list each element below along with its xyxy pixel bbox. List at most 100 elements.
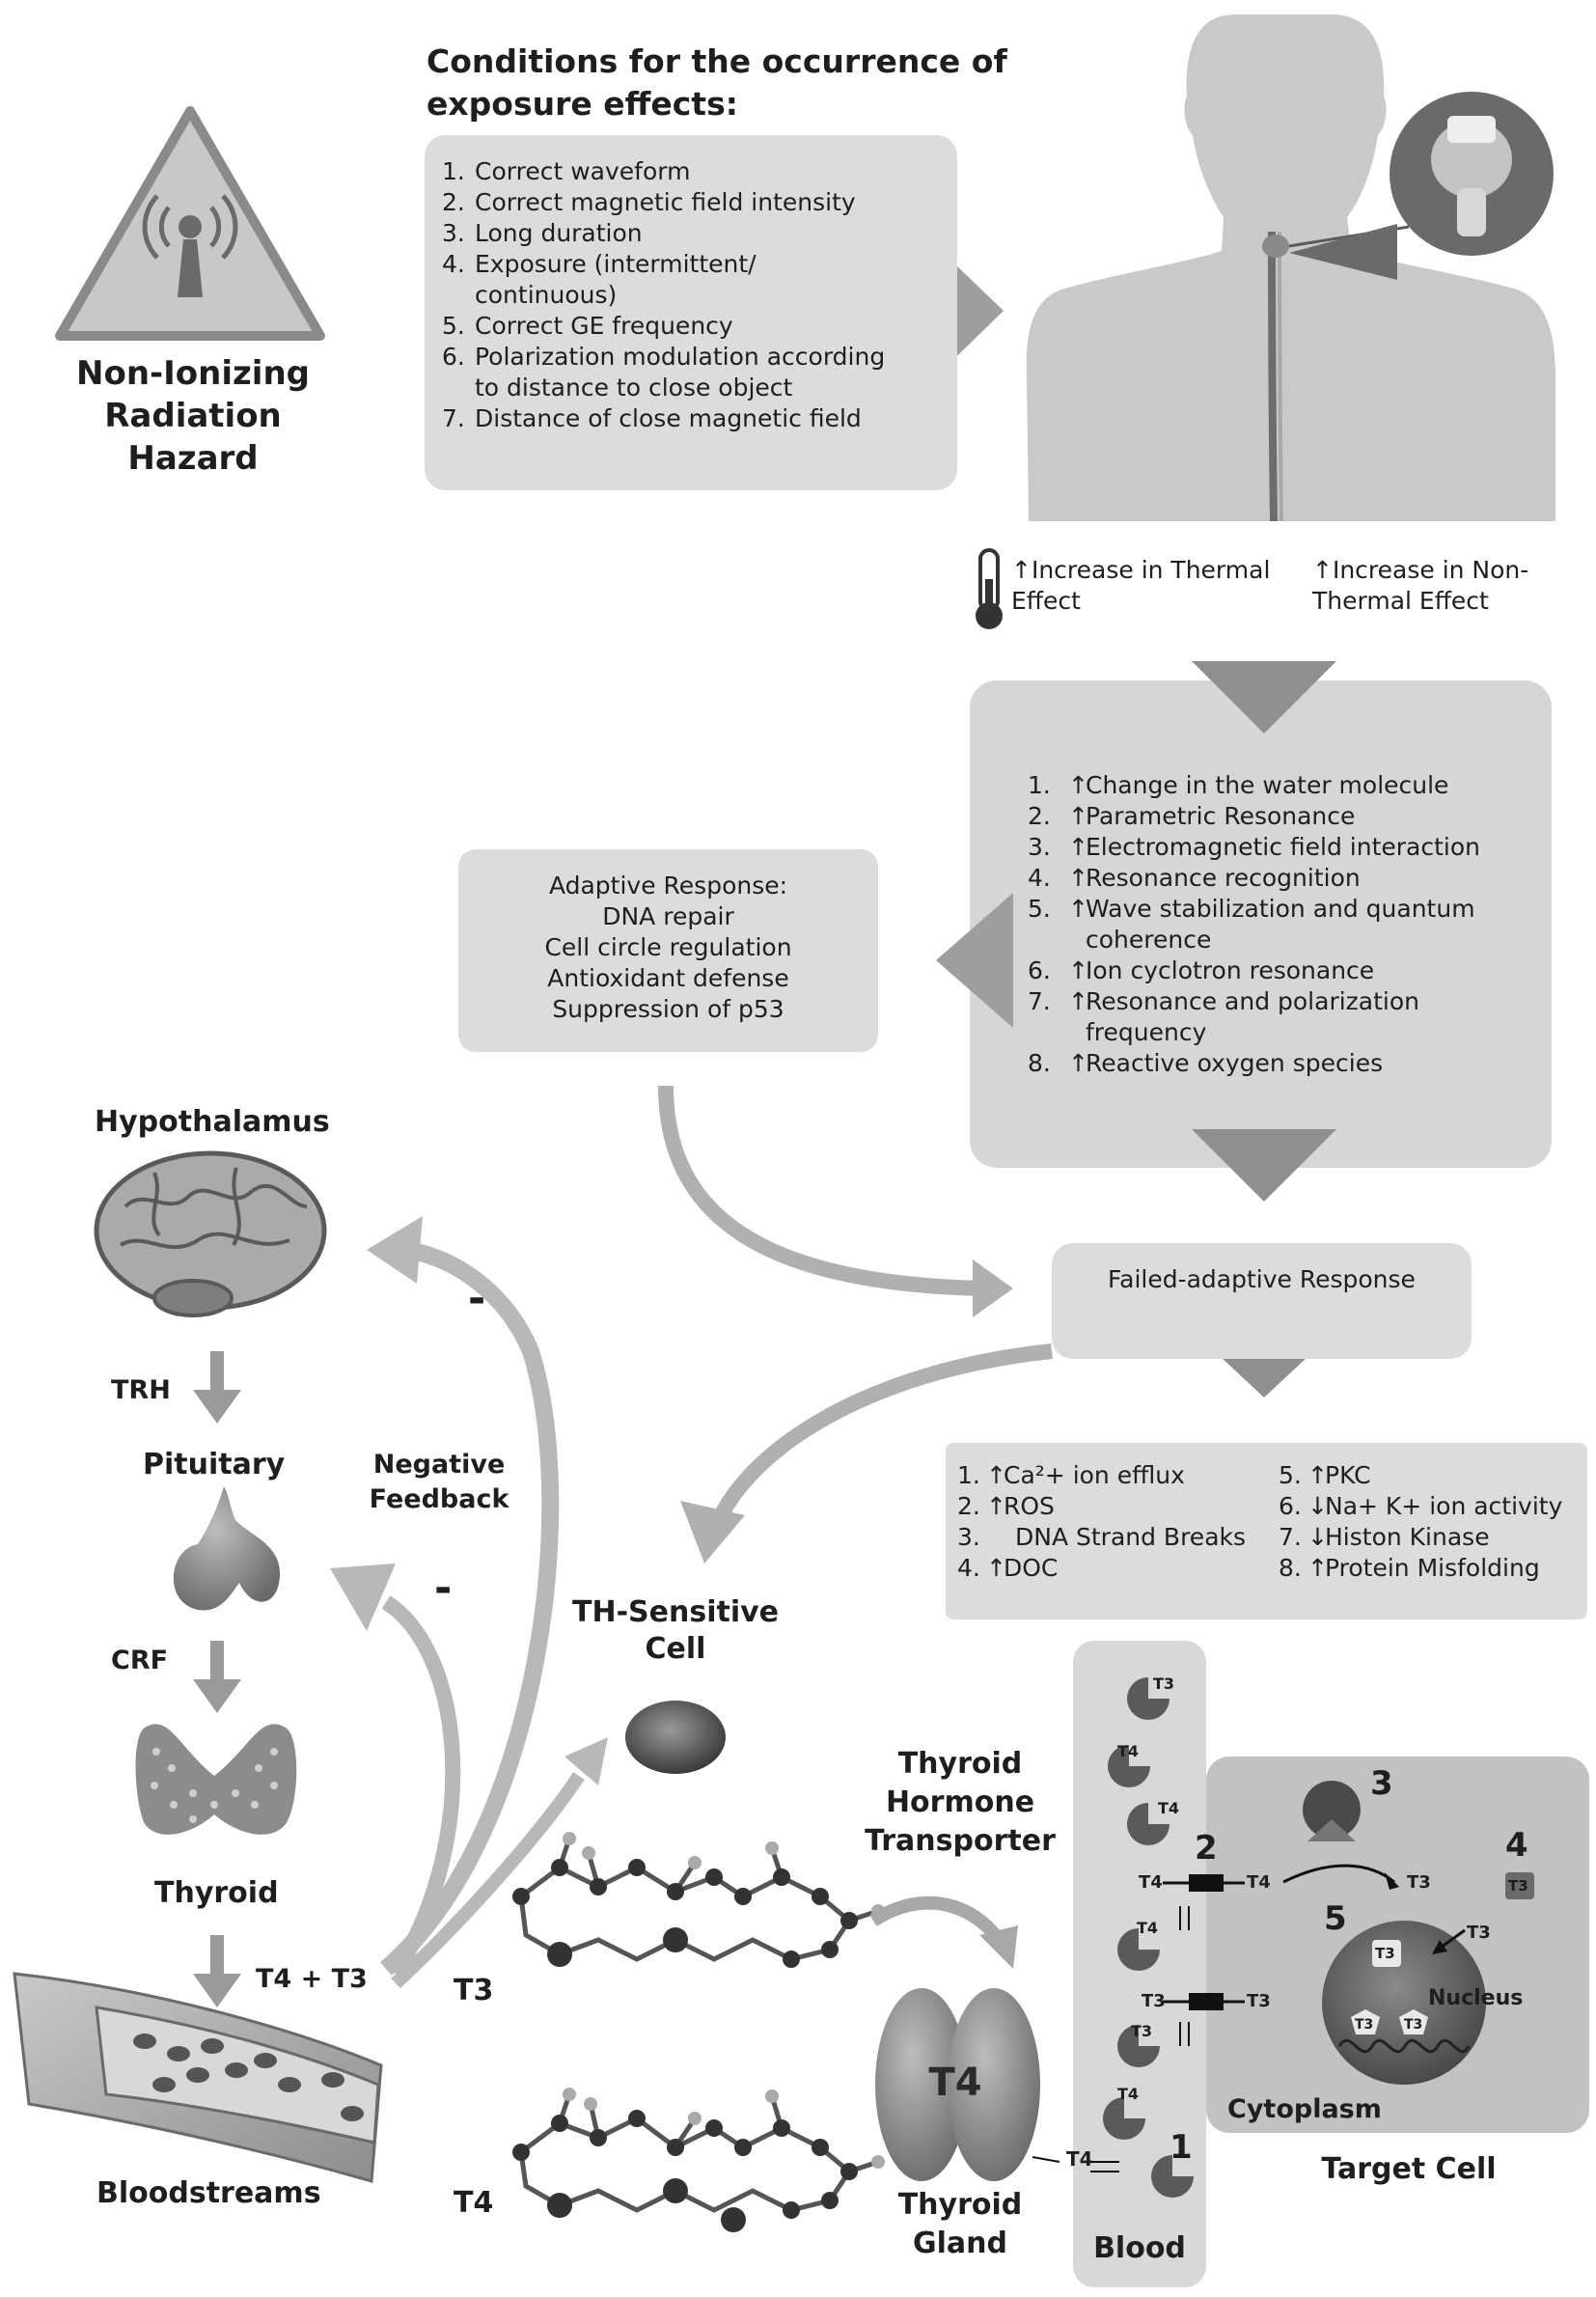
transporter-t4-in: T4 [1139, 1872, 1163, 1893]
outcome-item: 2.↑ROS [957, 1492, 1055, 1520]
transporter-t3-out: T3 [1247, 1991, 1271, 2011]
feedback-arrow-2 [381, 1595, 461, 1979]
condition-item: 6.Polarization modulation according to d… [442, 343, 886, 401]
converted-t3: T3 [1407, 1872, 1431, 1893]
blood-vessel-icon [13, 1972, 383, 2183]
outcome-item: 1.↑Ca²+ ion efflux [957, 1461, 1185, 1489]
condition-item: 5.Correct GE frequency [442, 312, 733, 340]
hormone-label: T4 [1117, 1742, 1140, 1760]
outcome-item: 7.↓Histon Kinase [1279, 1523, 1490, 1551]
arrow-down-2-icon [1192, 1129, 1336, 1202]
hormone-icons [1103, 1677, 1194, 2198]
hormone-label: T4 [1137, 1919, 1159, 1937]
hazard-label: Non-Ionizing Radiation Hazard [76, 354, 310, 478]
pituitary-label: Pituitary [143, 1448, 286, 1481]
t4t3-to-cell-arrow [391, 1772, 585, 1989]
bloodstreams-label: Bloodstreams [96, 2176, 321, 2210]
outcomes-panel: 1.↑Ca²+ ion efflux 2.↑ROS 3.DNA Strand B… [946, 1443, 1587, 1619]
box4-t3: T3 [1508, 1877, 1528, 1895]
gland-to-blood-t4: T4 [1066, 2147, 1093, 2171]
receptor-t3-1: T3 [1355, 2017, 1374, 2033]
step-1: 1 [1169, 2128, 1193, 2167]
hypothalamus-label: Hypothalamus [95, 1105, 330, 1139]
radiation-hazard-icon [55, 106, 325, 341]
step-5: 5 [1324, 1899, 1347, 1938]
adaptive-line: DNA repair [602, 902, 734, 930]
arrow-left-icon [936, 893, 1013, 1028]
condition-item: 1.Correct waveform [442, 157, 691, 185]
negative-feedback-label: Negative Feedback [369, 1450, 509, 1514]
human-silhouette-icon [1026, 14, 1555, 522]
outcome-item: 4.↑DOC [957, 1554, 1059, 1582]
nonthermal-effect: ↑Increase in Non-Thermal Effect [1312, 556, 1529, 615]
adaptive-line: Suppression of p53 [552, 995, 784, 1023]
mechanism-item: 2.↑Parametric Resonance [1028, 802, 1356, 830]
target-cell-label: Target Cell [1321, 2152, 1497, 2186]
adaptive-to-failed-arrow [658, 1085, 985, 1296]
step-2: 2 [1195, 1829, 1218, 1868]
hormone-label: T4 [1158, 1799, 1180, 1817]
mechanism-item: 4.↑Resonance recognition [1028, 864, 1361, 892]
blood-label: Blood [1093, 2231, 1186, 2265]
brain-icon [94, 1150, 327, 1317]
conditions-heading: Conditions for the occurrence of exposur… [427, 42, 1007, 123]
feedback-arrow-1 [380, 1241, 560, 1976]
thyroid-label: Thyroid [154, 1876, 279, 1910]
mechanism-item: 8.↑Reactive oxygen species [1028, 1049, 1384, 1077]
t3-molecule-label: T3 [454, 1974, 494, 2007]
incoming-t3: T3 [1467, 1923, 1491, 1943]
mechanism-item: 1.↑Change in the water molecule [1028, 771, 1449, 799]
thyroid-icon [135, 1724, 297, 1835]
gland-t4-label: T4 [928, 2061, 982, 2105]
t4t3-label: T4 + T3 [256, 1964, 368, 1994]
adaptive-panel: Adaptive Response: DNA repair Cell circl… [458, 849, 878, 1052]
minus-sign-1: - [468, 1274, 486, 1323]
hormone-label: T4 [1117, 2085, 1140, 2103]
t4-molecule-label: T4 [454, 2186, 494, 2220]
hormone-label: T3 [1153, 1674, 1175, 1693]
step-3: 3 [1370, 1764, 1393, 1803]
nucleus-icon [1322, 1921, 1486, 2085]
adaptive-line: Adaptive Response: [548, 872, 788, 899]
condition-item: 2.Correct magnetic field intensity [442, 188, 856, 216]
transporter-t4-out: T4 [1247, 1872, 1271, 1893]
th-sensitive-label: TH-Sensitive Cell [572, 1595, 779, 1666]
condition-item: 7.Distance of close magnetic field [442, 404, 862, 432]
step-4: 4 [1505, 1826, 1528, 1865]
receptor-t3-2: T3 [1404, 2017, 1423, 2033]
failed-label: Failed-adaptive Response [1108, 1265, 1416, 1293]
crf-label: CRF [111, 1646, 169, 1675]
transporter-label: Thyroid Hormone Transporter [865, 1747, 1056, 1858]
mechanism-item: 5.↑Wave stabilization and quantum cohere… [1028, 895, 1475, 954]
mechanism-item: 6.↑Ion cyclotron resonance [1028, 956, 1375, 984]
trh-label: TRH [111, 1375, 171, 1405]
minus-sign-2: - [434, 1564, 453, 1613]
thyroid-gland-label: Thyroid Gland [897, 2188, 1023, 2260]
cytoplasm-label: Cytoplasm [1227, 2094, 1382, 2124]
adaptive-line: Cell circle regulation [544, 933, 792, 961]
condition-item: 3.Long duration [442, 219, 643, 247]
hormone-label: T3 [1131, 2022, 1153, 2040]
outcome-item: 8.↑Protein Misfolding [1279, 1554, 1540, 1582]
thermal-effect: ↑Increase in Thermal Effect [1011, 556, 1271, 615]
nucleus-t3: T3 [1375, 1945, 1395, 1962]
nucleus-label: Nucleus [1428, 1986, 1524, 2010]
failed-to-cell-arrow [711, 1343, 1053, 1524]
outcome-item: 6.↓Na+ K+ ion activity [1279, 1492, 1563, 1520]
thyroid-gland-icon [875, 1988, 1040, 2181]
pituitary-icon [173, 1486, 280, 1611]
outcome-item: 5.↑PKC [1279, 1461, 1371, 1489]
outcome-item: 3.DNA Strand Breaks [957, 1523, 1247, 1551]
transporter-t3-in: T3 [1142, 1991, 1166, 2011]
down-arrows-icon [193, 1351, 241, 2007]
mechanism-item: 3.↑Electromagnetic field interaction [1028, 833, 1480, 861]
adaptive-line: Antioxidant defense [547, 964, 789, 992]
arrow-down-1-icon [1192, 661, 1336, 733]
th-cell-icon [625, 1701, 726, 1774]
mechanism-item: 7.↑Resonance and polarization frequency [1028, 987, 1419, 1046]
thermometer-icon [976, 548, 1003, 629]
failed-panel: Failed-adaptive Response [1052, 1243, 1472, 1359]
conditions-panel: 1.Correct waveform 2.Correct magnetic fi… [425, 135, 957, 490]
mechanism-list: 1.↑Change in the water molecule 2.↑Param… [1028, 770, 1539, 1079]
